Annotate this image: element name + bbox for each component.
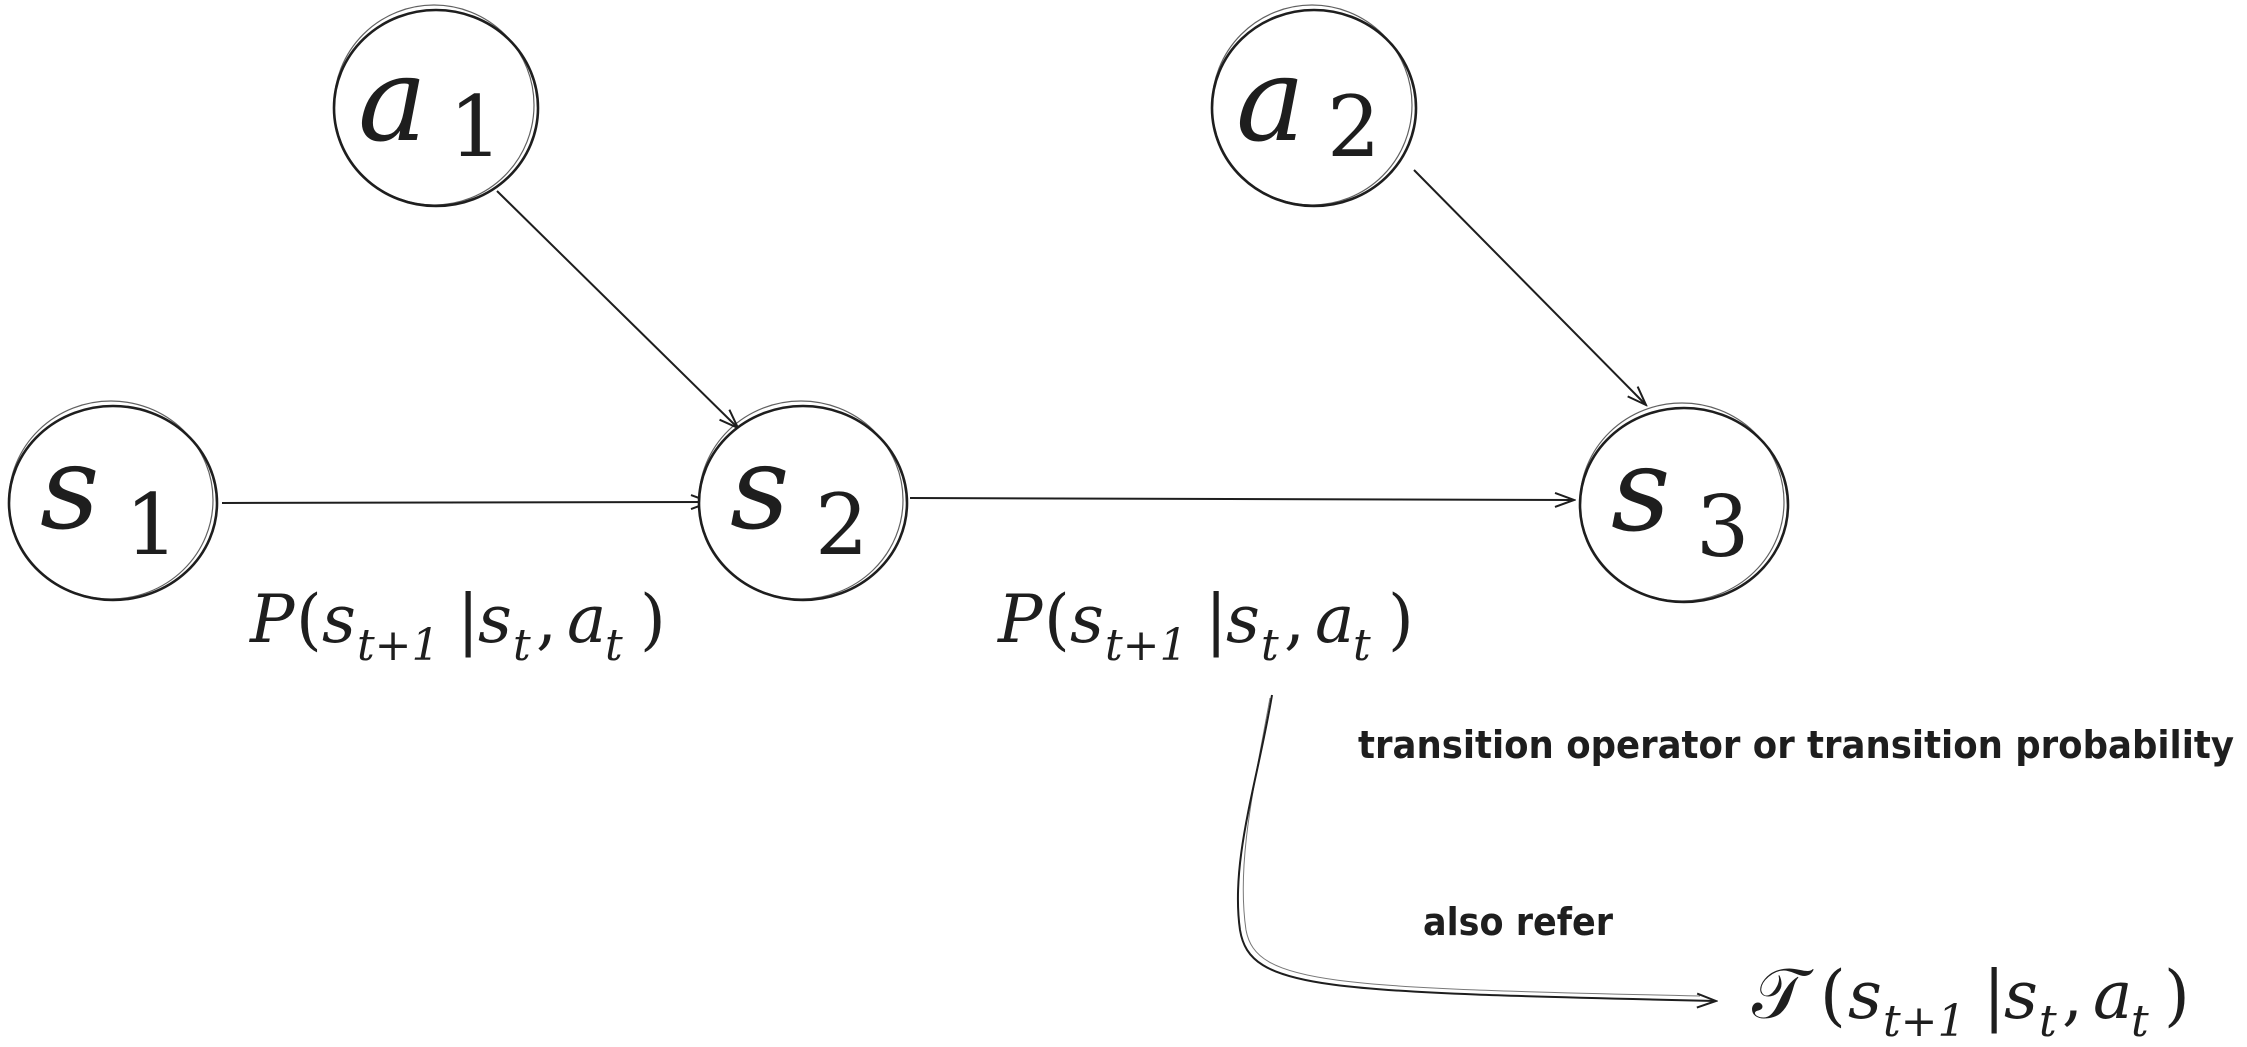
formula-3-bar: | <box>1983 957 2005 1034</box>
formula-3-a: a <box>2093 957 2132 1034</box>
formula-2-a: a <box>1315 581 1354 658</box>
formula-2-bar: | <box>1205 581 1227 658</box>
node-s2-sub: 2 <box>815 476 868 574</box>
formula-transition-2: P(s t+1 | s t , a t ) <box>997 581 1414 671</box>
formula-1-close: ) <box>640 581 666 658</box>
formula-transition-operator: 𝒯 ( s t+1 | s t , a t ) <box>1752 953 2190 1047</box>
edge-to-operator <box>1236 694 1716 1001</box>
node-s1: s 1 <box>7 400 219 602</box>
formula-1-sub-t: t <box>513 620 531 671</box>
formula-2-sub-t: t <box>1261 620 1279 671</box>
edge-s1-s2 <box>221 502 710 503</box>
formula-2-s: s <box>1070 581 1104 658</box>
formula-3-comma: , <box>2062 957 2083 1034</box>
node-a2-sub: 2 <box>1327 78 1380 176</box>
formula-1-sub-next: t+1 <box>357 620 440 671</box>
formula-1-s2: s <box>478 581 512 658</box>
edge-to-operator-stroke2 <box>1242 697 1701 997</box>
node-a1-sub: 1 <box>449 78 502 176</box>
svg-text:P(s: P(s <box>997 581 1104 658</box>
formula-2-comma: , <box>1284 581 1305 658</box>
formula-1-bar: | <box>457 581 479 658</box>
node-s1-sub: 1 <box>125 476 178 574</box>
formula-1-op: P <box>249 581 296 658</box>
node-a2-var: a <box>1236 33 1305 168</box>
formula-1-comma: , <box>536 581 557 658</box>
note-also-refer: also refer <box>1423 900 1613 944</box>
edge-a2-s3 <box>1413 169 1646 405</box>
node-s3-sub: 3 <box>1696 478 1749 576</box>
node-s2: s 2 <box>697 400 909 602</box>
formula-3-sub-t: t <box>2039 996 2057 1047</box>
node-s1-var: s <box>40 421 100 556</box>
formula-1-open: ( <box>296 581 322 658</box>
edge-s2-s3 <box>909 498 1574 500</box>
formula-2-sub-t2: t <box>1353 620 1371 671</box>
formula-transition-1: P(s t+1 | s t , a t ) <box>249 581 666 671</box>
formula-2-close: ) <box>1388 581 1414 658</box>
formula-2-open: ( <box>1044 581 1070 658</box>
edge-a1-s2 <box>496 190 738 428</box>
formula-3-sub-next: t+1 <box>1883 996 1966 1047</box>
formula-2-sub-next: t+1 <box>1105 620 1188 671</box>
node-s2-var: s <box>730 421 790 556</box>
formula-3-sub-t2: t <box>2131 996 2149 1047</box>
node-s3-var: s <box>1611 423 1671 558</box>
formula-1-sub-t2: t <box>605 620 623 671</box>
formula-3-s2: s <box>2004 957 2038 1034</box>
formula-2-op: P <box>997 581 1044 658</box>
note-transition-description: transition operator or transition probab… <box>1358 723 2234 767</box>
node-s3: s 3 <box>1578 402 1790 604</box>
node-a2: a 2 <box>1210 4 1418 208</box>
formula-3-close: ) <box>2164 957 2190 1034</box>
node-a1: a 1 <box>332 4 540 208</box>
svg-text:P(s: P(s <box>249 581 356 658</box>
formula-3-open: ( <box>1820 957 1846 1034</box>
formula-1-s: s <box>322 581 356 658</box>
node-a1-var: a <box>358 33 427 168</box>
formula-1-a: a <box>567 581 606 658</box>
formula-3-op: 𝒯 <box>1752 953 1814 1035</box>
formula-3-s: s <box>1848 957 1882 1034</box>
formula-2-s2: s <box>1226 581 1260 658</box>
